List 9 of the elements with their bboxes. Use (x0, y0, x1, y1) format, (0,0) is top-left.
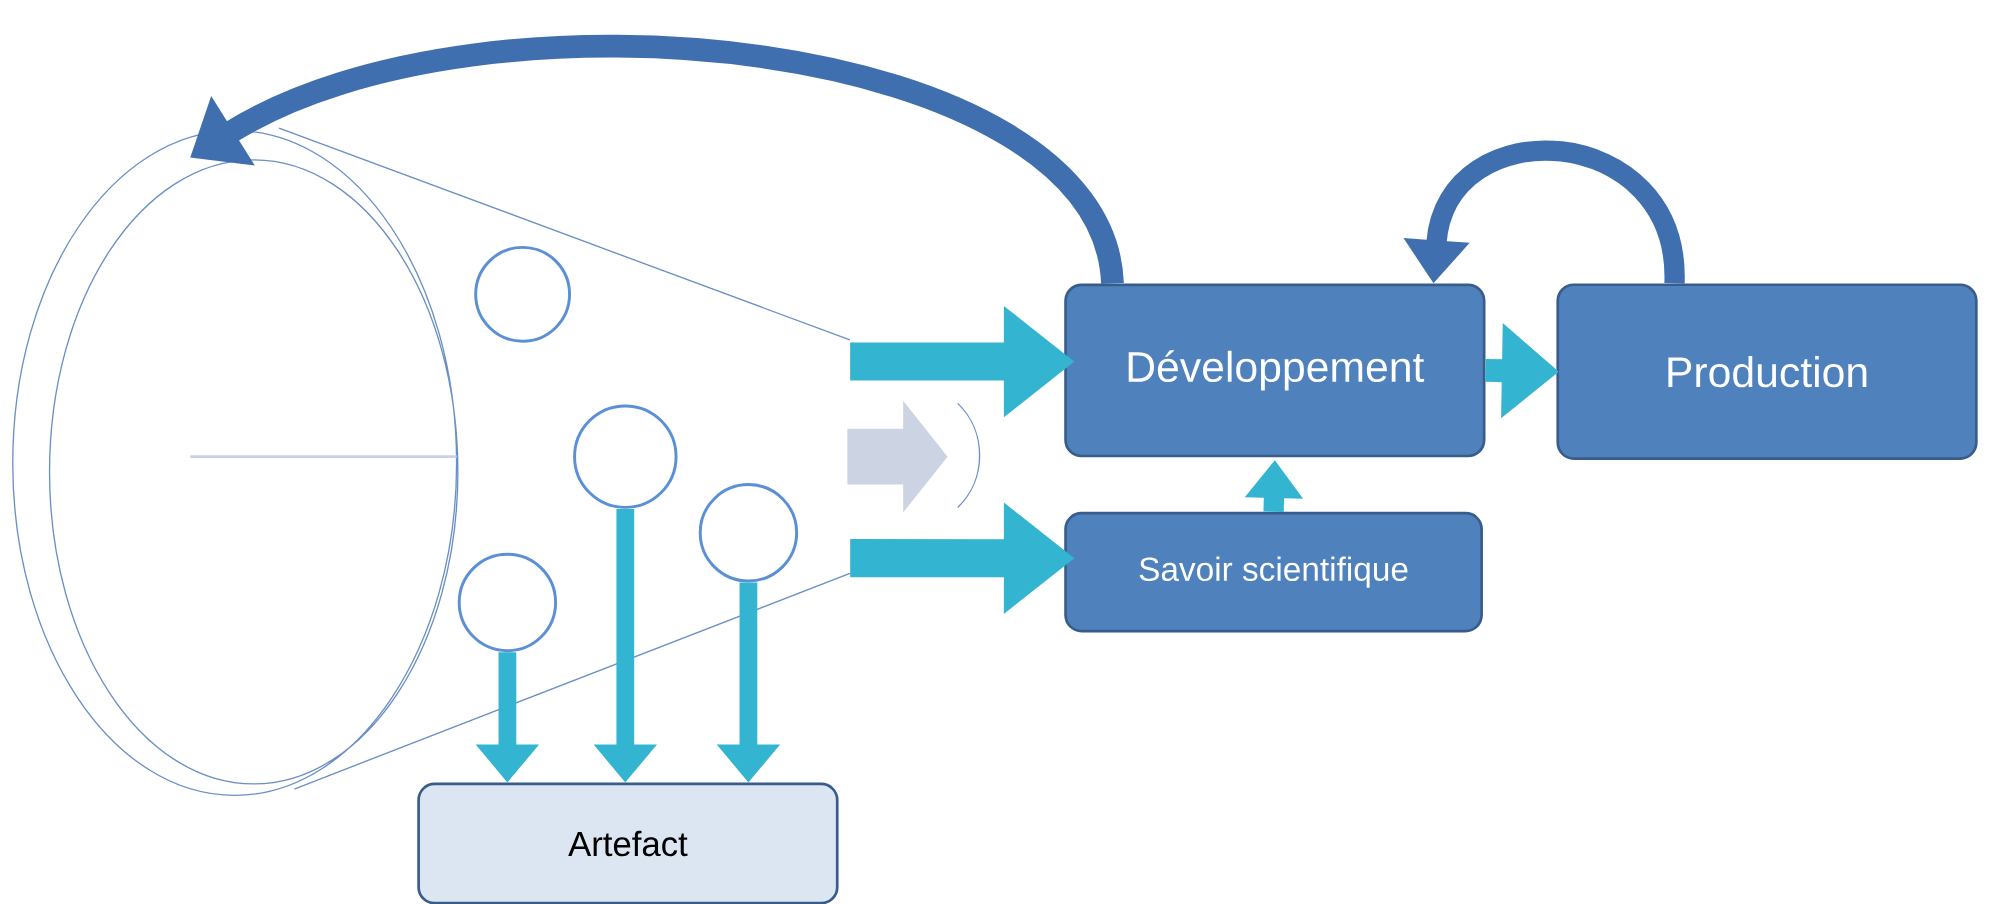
process-box: Production (1556, 283, 1978, 460)
cone-drawing (12, 127, 851, 796)
circle (474, 245, 572, 343)
circle (573, 404, 678, 509)
process-box: Développement (1064, 283, 1486, 458)
process-box: Artefact (417, 782, 839, 904)
circle (457, 552, 558, 652)
process-box: Savoir scientifique (1064, 511, 1483, 633)
circle (698, 482, 799, 583)
